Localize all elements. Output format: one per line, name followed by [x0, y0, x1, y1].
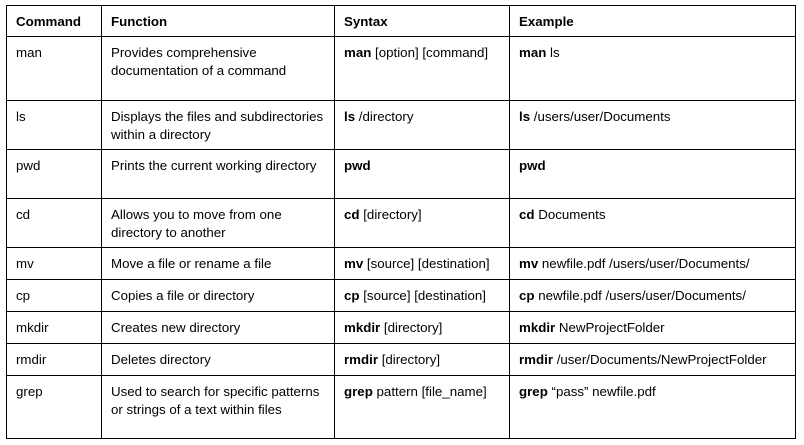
cell-command: pwd — [6, 149, 102, 200]
syntax-arguments: [directory] — [380, 320, 443, 336]
cell-function: Creates new directory — [101, 311, 335, 345]
syntax-command-token: mv — [344, 256, 364, 272]
cell-example: ls /users/user/Documents — [509, 100, 796, 151]
syntax-arguments: /directory — [355, 109, 414, 125]
example-command-token: mkdir — [519, 320, 556, 336]
cell-syntax: ls /directory — [334, 100, 510, 151]
table-header-row: Command Function Syntax Example — [6, 4, 796, 38]
syntax-arguments: pattern [file_name] — [372, 384, 487, 400]
syntax-command-token: mkdir — [344, 320, 381, 336]
cell-command: cp — [6, 279, 102, 313]
cell-function: Provides comprehensive documentation of … — [101, 36, 335, 102]
cell-example: mv newfile.pdf /users/user/Documents/ — [509, 247, 796, 281]
syntax-arguments: [directory] — [359, 207, 422, 223]
example-arguments: newfile.pdf /users/user/Documents/ — [538, 256, 750, 272]
syntax-command-token: pwd — [344, 158, 371, 174]
syntax-command-token: cd — [344, 207, 360, 223]
cell-command: mkdir — [6, 311, 102, 345]
example-command-token: ls — [519, 109, 531, 125]
cell-syntax: mv [source] [destination] — [334, 247, 510, 281]
cell-example: pwd — [509, 149, 796, 200]
syntax-command-token: ls — [344, 109, 356, 125]
cell-function: Used to search for specific patterns or … — [101, 375, 335, 440]
cell-function: Deletes directory — [101, 343, 335, 377]
cell-syntax: man [option] [command] — [334, 36, 510, 102]
cell-command: rmdir — [6, 343, 102, 377]
example-command-token: mv — [519, 256, 539, 272]
syntax-command-token: man — [344, 45, 372, 61]
cell-function: Prints the current working directory — [101, 149, 335, 200]
syntax-arguments: [source] [destination] — [363, 256, 490, 272]
syntax-arguments: [directory] — [378, 352, 441, 368]
cell-example: rmdir /user/Documents/NewProjectFolder — [509, 343, 796, 377]
example-arguments: ls — [546, 45, 560, 61]
cell-command: man — [6, 36, 102, 102]
column-header-example: Example — [509, 4, 796, 38]
cell-syntax: grep pattern [file_name] — [334, 375, 510, 440]
cell-example: mkdir NewProjectFolder — [509, 311, 796, 345]
cell-example: grep “pass” newfile.pdf — [509, 375, 796, 440]
column-header-command: Command — [6, 4, 102, 38]
cell-syntax: pwd — [334, 149, 510, 200]
cell-syntax: rmdir [directory] — [334, 343, 510, 377]
column-header-syntax: Syntax — [334, 4, 510, 38]
example-arguments: NewProjectFolder — [555, 320, 665, 336]
column-header-function: Function — [101, 4, 335, 38]
cell-syntax: mkdir [directory] — [334, 311, 510, 345]
syntax-command-token: cp — [344, 288, 360, 304]
cell-command: ls — [6, 100, 102, 151]
example-arguments: /user/Documents/NewProjectFolder — [553, 352, 767, 368]
cell-function: Copies a file or directory — [101, 279, 335, 313]
example-command-token: cp — [519, 288, 535, 304]
table-header: Command Function Syntax Example — [6, 4, 796, 38]
cell-function: Displays the files and subdirectories wi… — [101, 100, 335, 151]
example-arguments: Documents — [534, 207, 606, 223]
cell-example: cp newfile.pdf /users/user/Documents/ — [509, 279, 796, 313]
example-command-token: man — [519, 45, 547, 61]
example-command-token: grep — [519, 384, 548, 400]
example-command-token: cd — [519, 207, 535, 223]
cell-command: mv — [6, 247, 102, 281]
cell-syntax: cp [source] [destination] — [334, 279, 510, 313]
example-arguments: /users/user/Documents — [530, 109, 671, 125]
cell-function: Allows you to move from one directory to… — [101, 198, 335, 249]
syntax-command-token: rmdir — [344, 352, 378, 368]
example-command-token: rmdir — [519, 352, 553, 368]
syntax-arguments: [option] [command] — [371, 45, 489, 61]
cell-example: cd Documents — [509, 198, 796, 249]
syntax-arguments: [source] [destination] — [359, 288, 486, 304]
syntax-command-token: grep — [344, 384, 373, 400]
example-command-token: pwd — [519, 158, 546, 174]
example-arguments: “pass” newfile.pdf — [547, 384, 656, 400]
cell-example: man ls — [509, 36, 796, 102]
cell-syntax: cd [directory] — [334, 198, 510, 249]
cell-function: Move a file or rename a file — [101, 247, 335, 281]
example-arguments: newfile.pdf /users/user/Documents/ — [534, 288, 746, 304]
cell-command: cd — [6, 198, 102, 249]
cell-command: grep — [6, 375, 102, 440]
